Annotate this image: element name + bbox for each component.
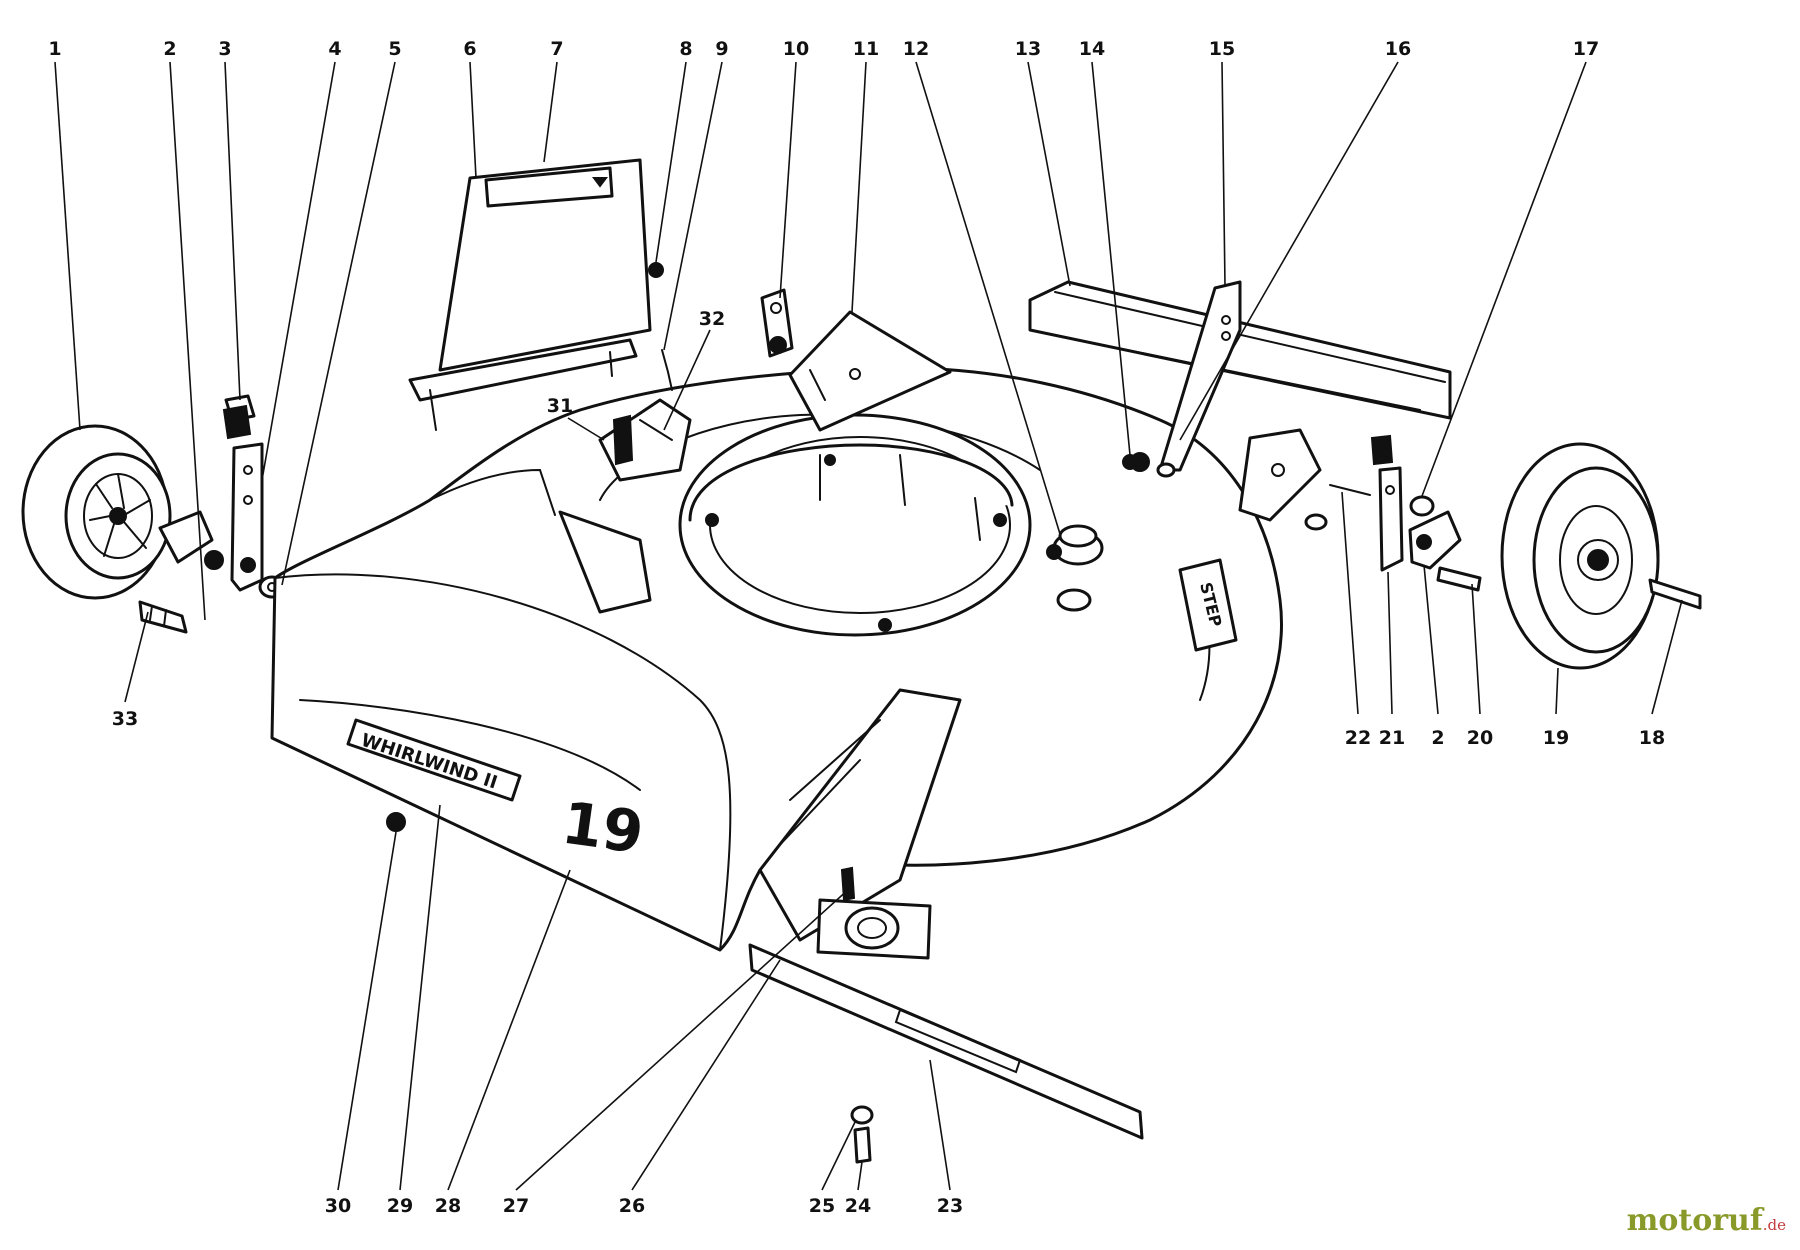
watermark-main: motoruf <box>1626 1203 1763 1238</box>
right-wheel <box>1500 442 1702 670</box>
callout-14: 14 <box>1079 38 1105 60</box>
callout-31: 31 <box>547 395 573 417</box>
decal-step: STEP <box>1178 558 1238 652</box>
callout-7: 7 <box>550 38 563 60</box>
callout-12: 12 <box>903 38 929 60</box>
callout-29: 29 <box>387 1195 413 1217</box>
rear-handle-bracket <box>788 310 952 432</box>
callout-21: 21 <box>1379 727 1405 749</box>
callout-19: 19 <box>1543 727 1569 749</box>
callout-9: 9 <box>715 38 728 60</box>
callout-3: 3 <box>218 38 231 60</box>
callout-30: 30 <box>325 1195 351 1217</box>
callout-6: 6 <box>463 38 476 60</box>
callout-4: 4 <box>328 38 341 60</box>
callout-23: 23 <box>937 1195 963 1217</box>
callout-32: 32 <box>699 308 725 330</box>
callout-11: 11 <box>853 38 879 60</box>
callout-20: 20 <box>1467 727 1493 749</box>
callout-33: 33 <box>112 708 138 730</box>
callout-27: 27 <box>503 1195 529 1217</box>
callout-2-right: 2 <box>1431 727 1444 749</box>
callout-24: 24 <box>845 1195 871 1217</box>
callout-25: 25 <box>809 1195 835 1217</box>
callout-15: 15 <box>1209 38 1235 60</box>
rear-door <box>408 158 673 431</box>
hinge-bracket <box>598 398 692 482</box>
callout-2-left: 2 <box>163 38 176 60</box>
watermark-tld: .de <box>1762 1216 1786 1234</box>
rear-deflector <box>1028 280 1452 420</box>
small-fasteners <box>1122 454 1176 478</box>
decal-deck-size: 19 <box>558 789 647 868</box>
callout-28: 28 <box>435 1195 461 1217</box>
callout-8: 8 <box>679 38 692 60</box>
callout-labels: 1 2 3 4 5 6 7 8 9 10 11 12 13 14 15 16 1… <box>48 38 1665 1217</box>
left-wheel <box>21 424 172 600</box>
deck-housing <box>270 366 1283 952</box>
watermark-logo: motoruf.de <box>1627 1206 1786 1236</box>
callout-1: 1 <box>48 38 61 60</box>
right-height-adjuster <box>1370 434 1482 592</box>
callout-16: 16 <box>1385 38 1411 60</box>
callout-26: 26 <box>619 1195 645 1217</box>
leader-lines <box>54 61 1683 1191</box>
callout-13: 13 <box>1015 38 1041 60</box>
callout-22: 22 <box>1345 727 1371 749</box>
callout-17: 17 <box>1573 38 1599 60</box>
callout-5: 5 <box>388 38 401 60</box>
callout-18: 18 <box>1639 727 1665 749</box>
front-bracket <box>760 288 794 358</box>
callout-10: 10 <box>783 38 809 60</box>
